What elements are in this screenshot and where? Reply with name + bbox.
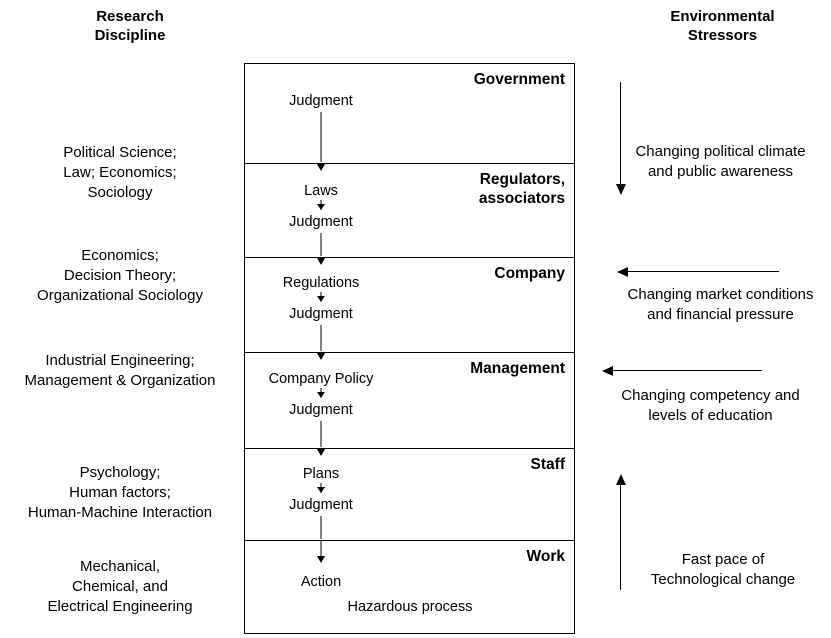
flow-label-hazardous-process: Hazardous process: [345, 599, 475, 616]
level-title-line-2: associators: [478, 190, 565, 207]
flow-arrow-line-regulators: [320, 233, 322, 256]
stressor-line-2: levels of education: [648, 407, 773, 424]
flow-arrow-line-government: [320, 112, 322, 162]
level-title-staff: Staff: [530, 456, 565, 473]
flow-arrowhead-into-work: [317, 556, 325, 563]
discipline-label-industrial-engineering: Industrial Engineering; Management & Org…: [0, 351, 240, 391]
flow-label-judgment-management: Judgment: [287, 402, 355, 419]
header-line-1: Environmental: [670, 8, 775, 25]
discipline-line: Psychology; Human factors; Human-Machine…: [27, 464, 213, 521]
level-work[interactable]: Work Action Hazardous process: [245, 541, 574, 632]
level-government[interactable]: Government Judgment: [245, 64, 574, 164]
discipline-line: Political Science; Law; Economics; Socio…: [63, 144, 177, 201]
discipline-label-political-science: Political Science; Law; Economics; Socio…: [0, 143, 240, 203]
discipline-label-mechanical-engineering: Mechanical, Chemical, and Electrical Eng…: [0, 557, 240, 617]
stressor-text-competency: Changing competency and levels of educat…: [600, 386, 821, 426]
column-header-research-discipline: Research Discipline: [30, 7, 230, 45]
level-management[interactable]: Management Company Policy Judgment: [245, 353, 574, 449]
stressor-line-1: Changing competency and: [621, 387, 800, 404]
header-line-2: Stressors: [687, 27, 758, 44]
header-line-2: Discipline: [94, 27, 166, 44]
discipline-label-economics: Economics; Decision Theory; Organization…: [0, 246, 240, 306]
flow-arrow-line-company: [320, 325, 322, 351]
flow-arrowhead-into-staff: [317, 449, 325, 456]
stressor-arrowhead-up-technology: [615, 474, 626, 485]
flow-label-regulations: Regulations: [280, 275, 362, 292]
discipline-line: Economics; Decision Theory; Organization…: [37, 247, 203, 304]
flow-arrowhead-into-company: [317, 258, 325, 265]
discipline-line: Mechanical, Chemical, and Electrical Eng…: [47, 558, 193, 615]
stressor-line-1: Changing market conditions: [627, 286, 814, 303]
level-company[interactable]: Company Regulations Judgment: [245, 258, 574, 353]
stressor-arrow-line-political: [620, 82, 621, 188]
flow-label-action: Action: [298, 574, 344, 591]
flow-arrowhead-into-regulators: [317, 164, 325, 171]
stressor-line-2: Technological change: [650, 571, 796, 588]
stressor-text-technology: Fast pace of Technological change: [618, 550, 828, 590]
stressor-line-2: and financial pressure: [647, 306, 794, 323]
level-staff[interactable]: Staff Plans Judgment: [245, 449, 574, 541]
flow-label-judgment-regulators: Judgment: [287, 214, 355, 231]
flow-arrow-line-work: [320, 541, 322, 559]
level-regulators[interactable]: Regulators, associators Laws Judgment: [245, 164, 574, 258]
stressor-arrow-line-market: [628, 271, 779, 272]
stressor-arrowhead-left-competency: [602, 365, 613, 376]
flow-label-judgment-company: Judgment: [287, 306, 355, 323]
stressor-arrow-line-competency: [613, 370, 762, 371]
stressor-text-market: Changing market conditions and financial…: [610, 285, 831, 325]
stressor-line-1: Changing political climate: [635, 143, 806, 160]
flow-arrowhead-regulations: [317, 296, 325, 302]
flow-label-plans: Plans: [300, 466, 342, 483]
sociotechnical-hierarchy-stack: Government Judgment Regulators, associat…: [244, 63, 575, 634]
flow-arrow-line-staff: [320, 516, 322, 539]
header-line-1: Research: [96, 8, 164, 25]
flow-label-company-policy: Company Policy: [266, 371, 376, 388]
flow-arrowhead-laws: [317, 204, 325, 210]
column-header-environmental-stressors: Environmental Stressors: [615, 7, 830, 45]
level-title-company: Company: [494, 265, 565, 282]
flow-arrowhead-company-policy: [317, 392, 325, 398]
flow-arrow-line-management: [320, 421, 322, 447]
stressor-line-1: Fast pace of: [681, 551, 765, 568]
level-title-regulators: Regulators, associators: [479, 170, 565, 208]
discipline-label-psychology: Psychology; Human factors; Human-Machine…: [0, 463, 240, 523]
stressor-line-2: and public awareness: [647, 163, 794, 180]
level-title-work: Work: [526, 548, 565, 565]
level-title-line-1: Regulators,: [479, 171, 565, 188]
flow-label-judgment-government: Judgment: [287, 93, 355, 110]
flow-label-judgment-staff: Judgment: [287, 497, 355, 514]
level-title-management: Management: [470, 360, 565, 377]
flow-label-laws: Laws: [302, 183, 340, 200]
stressor-arrowhead-left-market: [617, 266, 628, 277]
stressor-text-political: Changing political climate and public aw…: [610, 142, 831, 182]
stressor-arrowhead-down-political: [615, 184, 626, 195]
level-title-government: Government: [473, 71, 565, 88]
stressor-arrow-line-technology: [620, 483, 621, 590]
flow-arrowhead-plans: [317, 487, 325, 493]
discipline-line: Industrial Engineering; Management & Org…: [24, 352, 216, 389]
flow-arrowhead-into-management: [317, 353, 325, 360]
